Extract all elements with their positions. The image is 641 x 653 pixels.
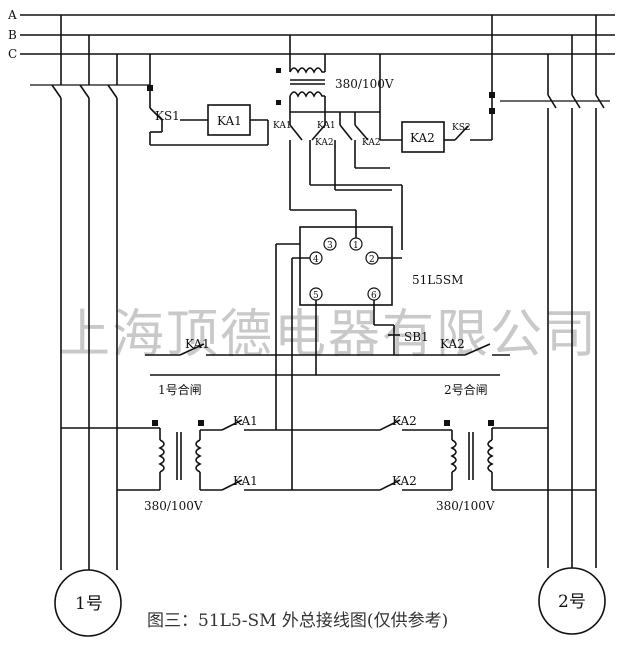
bus-a-label: A [7,8,17,22]
pt-right-label: 380/100V [436,499,495,513]
ka2-coil [401,121,445,153]
ka1-coil-label: KA1 [217,114,242,128]
watermark-text: 上海顶德电器有限公司 [58,305,598,365]
sb1-button: SB1 [374,324,429,355]
ks2-label: KS2 [452,123,471,133]
close-2-label: 2号合闸 [444,382,488,397]
ka1-relay-circuit: KS1 KA1 [147,54,269,146]
close-2-ka2-label: KA2 [440,337,465,351]
sb1-label: SB1 [404,330,429,344]
top-transformer-label: 380/100V [335,77,394,91]
contact-ka1-label-1: KA1 [273,121,292,131]
module-51l5sm: 3 1 4 2 5 6 51L5SM [275,226,463,490]
svg-text:2: 2 [369,255,375,265]
terminal-3 [323,237,337,251]
top-transformer: 380/100V [276,35,394,113]
pt-left-ka1-top-label: KA1 [233,414,258,428]
ka2-relay-circuit: KA2 KS2 [379,15,495,153]
contact-ka2-label-1: KA2 [315,138,334,148]
pt-right-ka2-bottom-label: KA2 [392,474,417,488]
bus-c-label: C [8,47,17,61]
pt-right-ka2-top-label: KA2 [392,414,417,428]
generator-1-circle [54,569,122,637]
svg-text:1: 1 [353,241,359,251]
generator-2: 2号 [538,567,606,635]
module-box [299,226,393,306]
pt-left-label: 380/100V [144,499,203,513]
ka2-coil-label: KA2 [410,131,435,145]
svg-text:4: 4 [313,255,319,265]
svg-text:5: 5 [313,291,319,301]
control-contacts: KA1 KA1 KA2 KA2 [273,112,403,250]
figure-caption: 图三：51L5-SM 外总接线图(仅供参考) [147,611,448,631]
bus-b-label: B [8,28,17,42]
left-pt: KA1 KA1 380/100V [61,414,292,513]
svg-text:6: 6 [371,291,377,301]
module-name: 51L5SM [412,273,463,287]
generator-2-circle [538,567,606,635]
left-feeder [30,15,150,570]
pt-left-ka1-bottom-label: KA1 [233,474,258,488]
right-pt: KA2 KA2 380/100V [276,414,596,513]
bus-bars: A B C [7,8,615,61]
contact-ka1-label-2: KA1 [317,121,336,131]
generator-1-label: 1号 [75,594,103,614]
close-1-ka1-label: KA1 [185,337,210,351]
generator-1: 1号 [54,569,122,637]
closing-circuit: KA1 KA2 1号合闸 2号合闸 [145,337,510,397]
close-1-label: 1号合闸 [158,382,202,397]
ks1-label: KS1 [155,109,180,123]
terminal-1 [349,237,363,251]
generator-2-label: 2号 [558,592,586,612]
svg-text:3: 3 [327,241,333,251]
contact-ka2-label-2: KA2 [362,138,381,148]
right-feeder [500,15,610,568]
